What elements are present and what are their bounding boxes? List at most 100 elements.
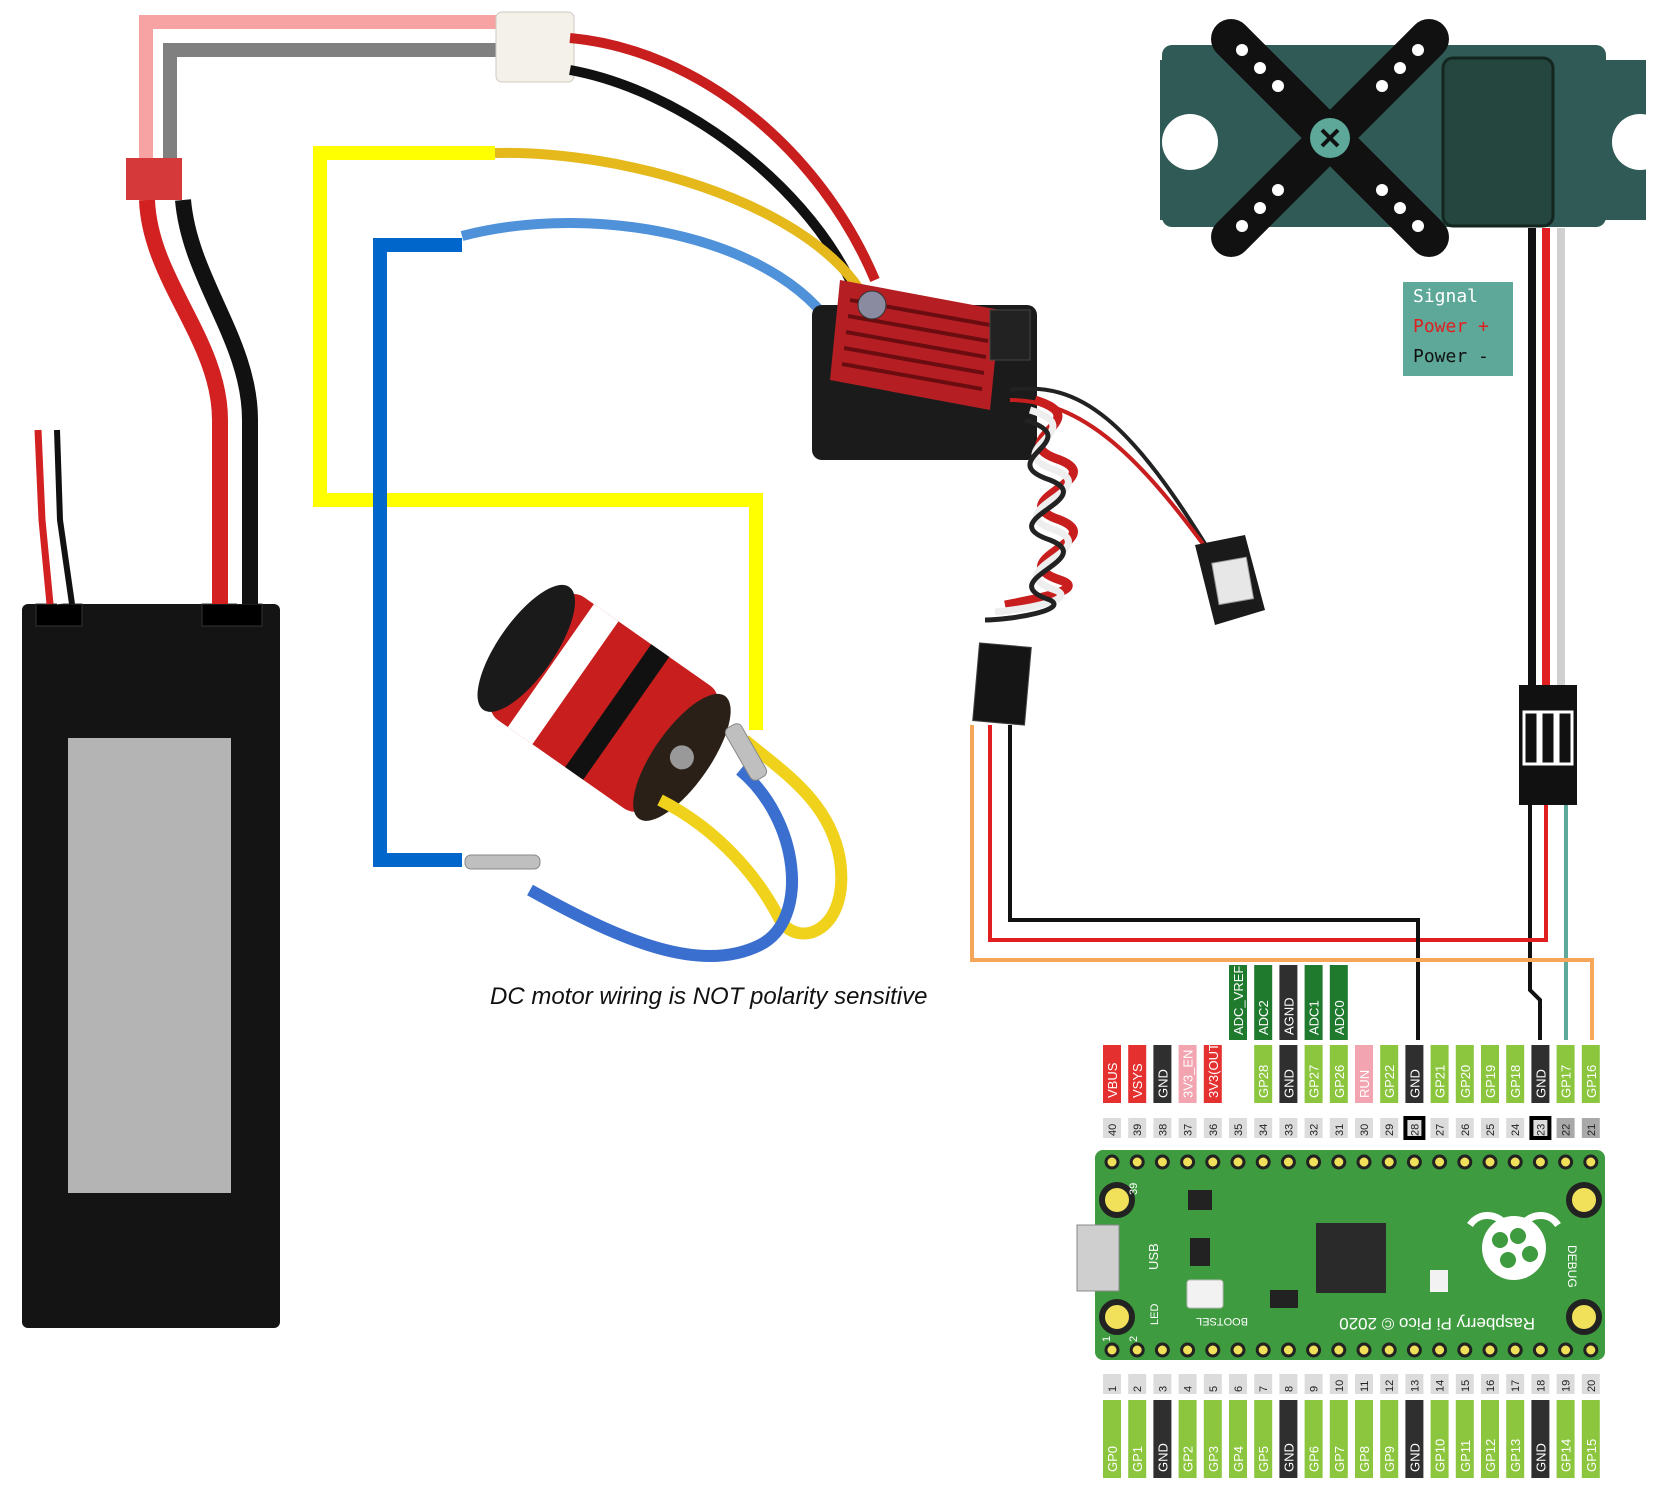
pin-pad <box>1356 1342 1372 1358</box>
pin-label-1: GP0 <box>1105 1446 1120 1472</box>
pin-number-bg <box>1455 1374 1474 1394</box>
pin-label-bg <box>1481 1400 1499 1478</box>
pin-label-14: GP10 <box>1433 1439 1448 1472</box>
pico-mount-hole-br <box>1566 1299 1602 1335</box>
pin-number-30: 30 <box>1359 1124 1371 1136</box>
pin-pad <box>1180 1342 1196 1358</box>
pin-number-bg <box>1481 1118 1499 1138</box>
pin-label-33: GND <box>1281 1069 1296 1098</box>
pin-label-24: GP18 <box>1508 1065 1523 1098</box>
pin-label-3: GND <box>1155 1443 1170 1472</box>
pin-label-bg <box>1304 1045 1323 1103</box>
balance-wire-black <box>54 429 75 605</box>
pin-number-bg <box>1329 1118 1348 1138</box>
pin-number-33: 33 <box>1283 1124 1295 1136</box>
servo-wire-legend: Signal Power + Power - <box>1403 282 1513 376</box>
pin-number-bg <box>1203 1118 1222 1138</box>
usb-connector <box>1076 1224 1120 1292</box>
servo-connector <box>1519 685 1577 805</box>
dc-motor <box>477 584 731 821</box>
bootsel-button[interactable] <box>1186 1279 1224 1309</box>
pin-label-bg <box>1405 1400 1424 1478</box>
pico-mount-hole-tl <box>1099 1182 1135 1218</box>
pin-label-25: GP19 <box>1483 1065 1498 1098</box>
servo-mount-hole-right <box>1612 114 1668 170</box>
pin-number-bg <box>1254 1374 1273 1394</box>
pin-label-9: GP6 <box>1307 1446 1322 1472</box>
board-pin1-label: 1 <box>1101 1336 1113 1342</box>
pin-pad <box>1154 1342 1170 1358</box>
pin-number-25: 25 <box>1485 1124 1497 1136</box>
pin-pad <box>1104 1154 1120 1170</box>
pin-label-bg <box>1581 1045 1600 1103</box>
legend-power-plus: Power + <box>1413 316 1489 337</box>
pin-label-bg <box>1455 1045 1474 1103</box>
schematic-wire-yellow <box>313 146 763 730</box>
pin-label-38: GND <box>1155 1069 1170 1098</box>
pin-number-23: 23 <box>1535 1124 1547 1136</box>
pin-label-bg <box>1279 1045 1298 1103</box>
pico-bottom-pins: 1GP02GP13GND4GP25GP36GP47GP58GND9GP610GP… <box>1103 1374 1600 1478</box>
pin-number-bg <box>1531 1374 1550 1394</box>
pin-number-32: 32 <box>1309 1124 1321 1136</box>
pin-label-bg <box>1556 1400 1575 1478</box>
pin-label-21: GP16 <box>1584 1065 1599 1098</box>
pin-pad <box>1331 1154 1347 1170</box>
pin-number-31: 31 <box>1334 1124 1346 1136</box>
adc-label: ADC1 <box>1307 1000 1322 1035</box>
pin-label-11: GP8 <box>1357 1446 1372 1472</box>
pin-number-19: 19 <box>1561 1380 1573 1392</box>
pin-label-bg <box>1254 1045 1273 1103</box>
pin-label-bg <box>1128 1045 1147 1103</box>
pin-label-bg <box>1455 1400 1474 1478</box>
t-plug-connector <box>126 158 182 200</box>
pin-pad <box>1432 1342 1448 1358</box>
pin-pad <box>1230 1154 1246 1170</box>
pin-label-28: GND <box>1407 1069 1422 1098</box>
pin-label-bg <box>1153 1045 1172 1103</box>
board-debug-label: DEBUG <box>1565 1245 1579 1288</box>
pin-number-bg <box>1103 1118 1121 1138</box>
esc-plug-housing <box>495 11 575 83</box>
pin-number-6: 6 <box>1233 1386 1245 1392</box>
pin-pad <box>1280 1342 1296 1358</box>
pin-number-35: 35 <box>1233 1124 1245 1136</box>
pin-label-bg <box>1128 1400 1147 1478</box>
pin-number-8: 8 <box>1283 1386 1295 1392</box>
pin-label-15: GP11 <box>1458 1440 1473 1472</box>
pin-number-3: 3 <box>1157 1386 1169 1392</box>
pin-number-bg <box>1405 1374 1424 1394</box>
pin-number-16: 16 <box>1485 1380 1497 1392</box>
pin-pad <box>1331 1342 1347 1358</box>
pin-label-bg <box>1329 1045 1348 1103</box>
pin-label-4: GP2 <box>1181 1446 1196 1472</box>
motor-blue-terminal <box>464 854 541 870</box>
schematic-wire-gray <box>163 43 498 158</box>
pin-number-bg <box>1329 1374 1348 1394</box>
pin-pad <box>1280 1154 1296 1170</box>
motor-lead-blue <box>527 765 799 963</box>
pin-label-bg <box>1556 1045 1575 1103</box>
board-brand-label: Raspberry Pi Pico © 2020 <box>1339 1314 1535 1333</box>
adc-label-bg <box>1279 965 1298 1040</box>
polarity-note: DC motor wiring is NOT polarity sensitiv… <box>490 983 927 1010</box>
pin-pad <box>1457 1154 1473 1170</box>
pin-label-32: GP27 <box>1307 1065 1322 1098</box>
pin-number-bg <box>1178 1374 1197 1394</box>
pin-number-34: 34 <box>1258 1124 1270 1136</box>
pin-number-bg <box>1556 1374 1575 1394</box>
pin-number-1: 1 <box>1107 1386 1119 1392</box>
pin-label-bg <box>1430 1045 1449 1103</box>
pin-pad <box>1129 1154 1145 1170</box>
pin-number-11: 11 <box>1359 1381 1371 1392</box>
servo-gear-housing <box>1441 56 1555 228</box>
pin-pad <box>1306 1154 1322 1170</box>
adc-label-bg <box>1304 965 1323 1040</box>
battery-lead-black <box>175 199 258 604</box>
esc-header <box>989 309 1031 361</box>
pin-pad <box>1205 1154 1221 1170</box>
pin-pad <box>1381 1342 1397 1358</box>
pin-number-bg <box>1581 1374 1600 1394</box>
pin-pad <box>1432 1154 1448 1170</box>
pin-pad <box>1129 1342 1145 1358</box>
